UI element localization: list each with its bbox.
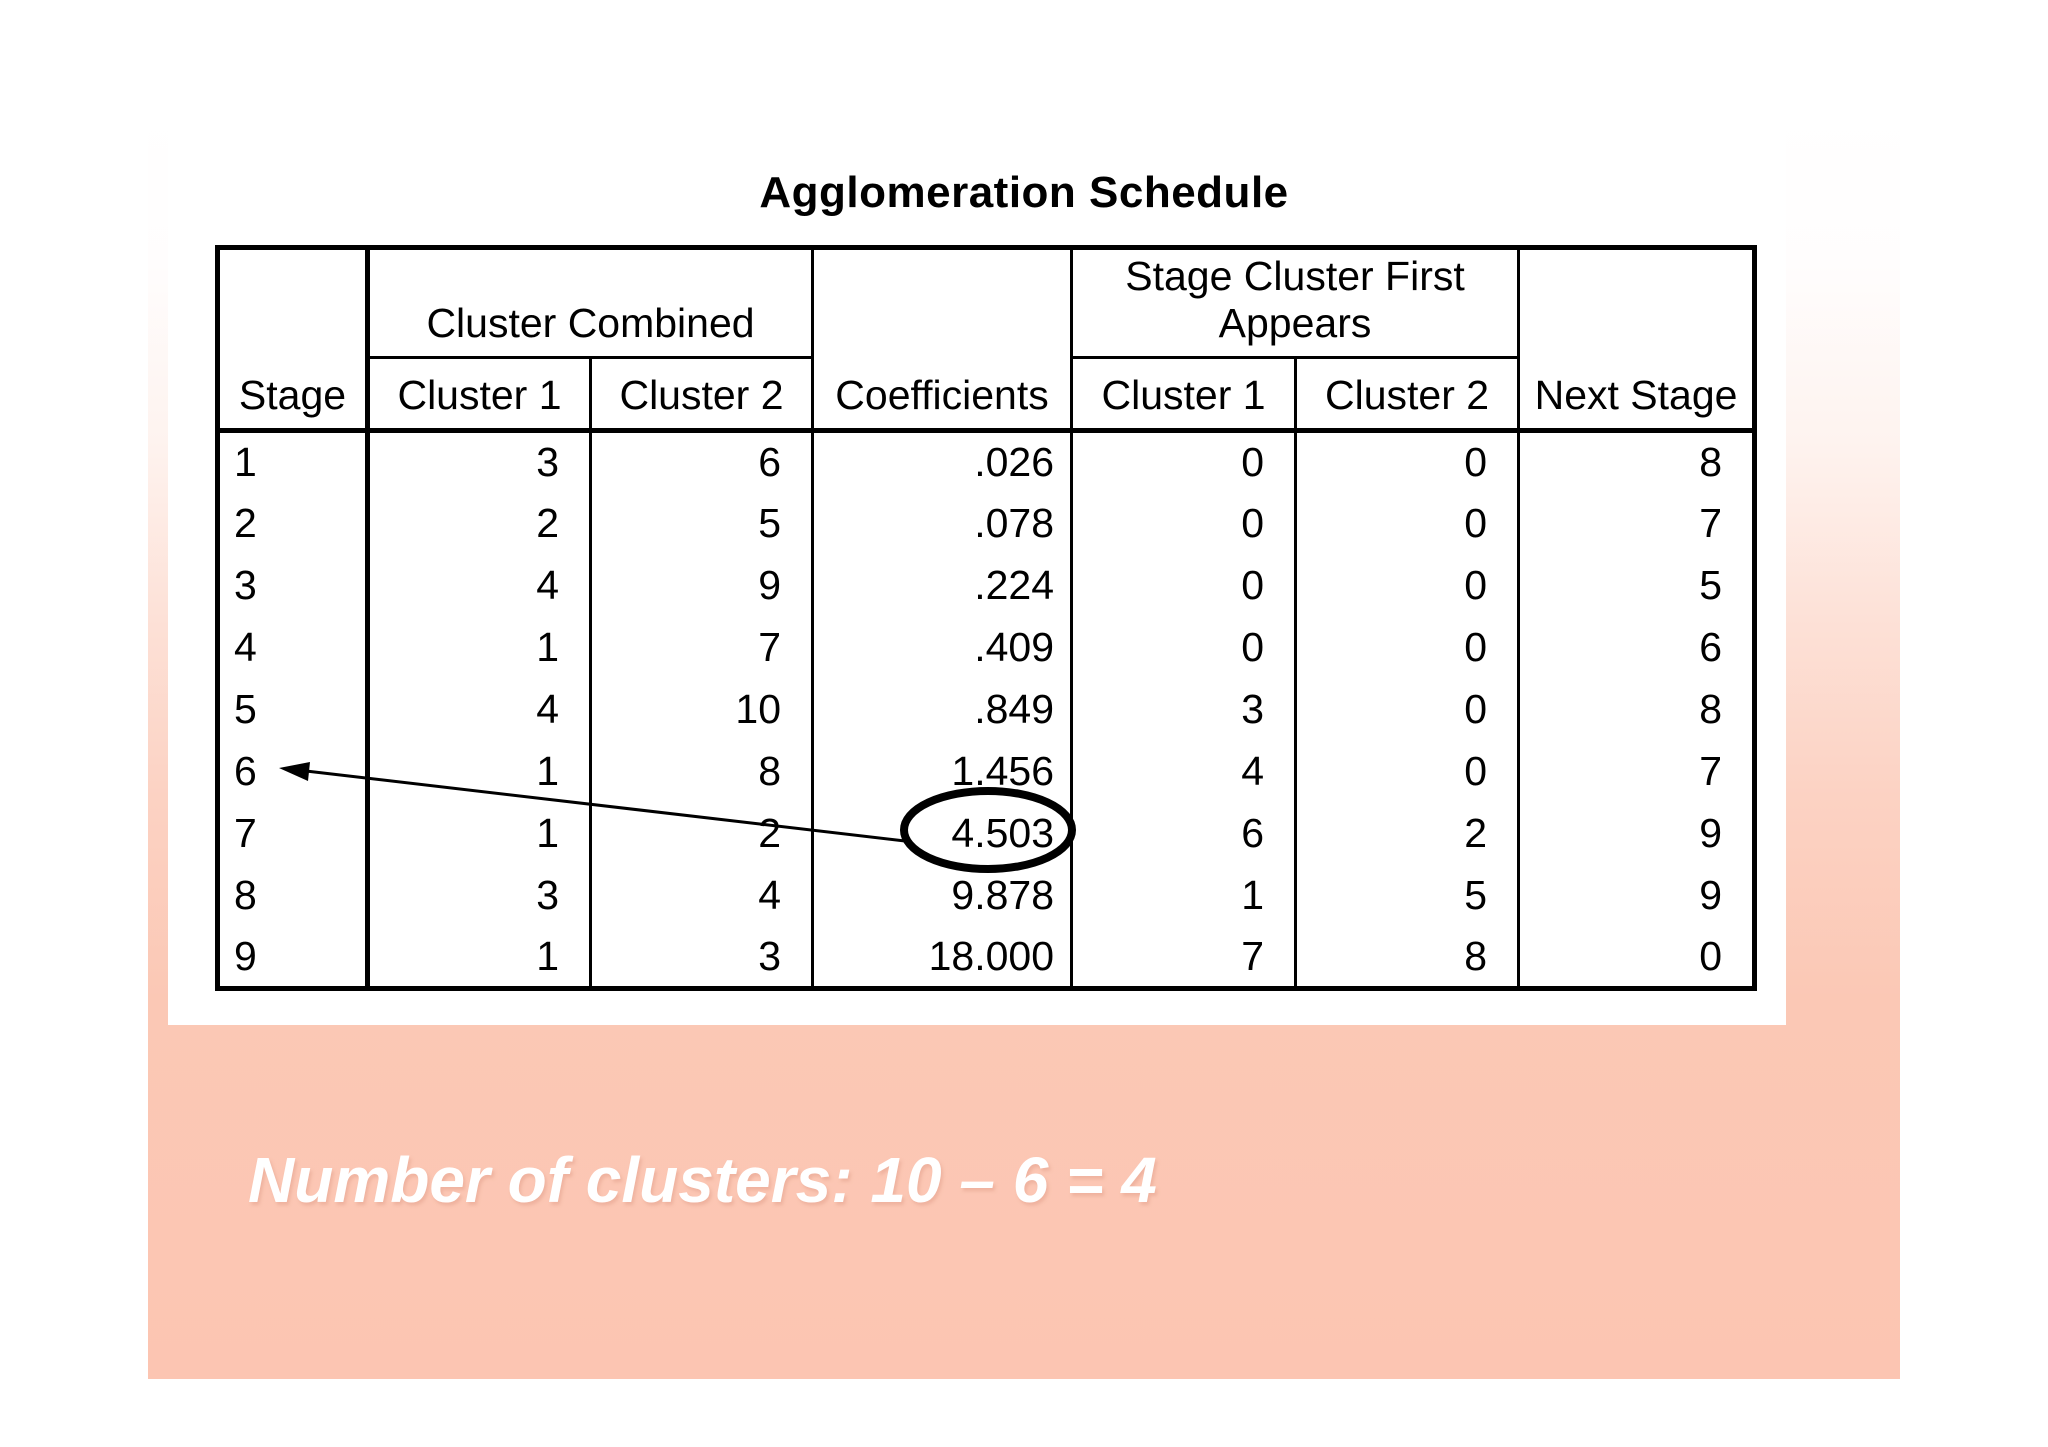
- caption-number-of-clusters: Number of clusters: 10 – 6 = 4: [248, 1144, 1157, 1216]
- cell-appears-cluster2: 0: [1295, 430, 1521, 493]
- cell-coefficients-circled: 4.503: [812, 802, 1074, 865]
- table-title: Agglomeration Schedule: [759, 168, 1289, 217]
- col-header-appears-cluster1: Cluster 1: [1071, 357, 1298, 433]
- cell-stage: 2: [217, 492, 370, 555]
- cell-appears-cluster1: 0: [1071, 616, 1298, 679]
- cell-cluster1: 1: [367, 926, 592, 989]
- cell-stage: 3: [217, 554, 370, 617]
- cell-stage: 4: [217, 616, 370, 679]
- cell-cluster2: 8: [590, 740, 815, 803]
- cell-stage: 8: [217, 864, 370, 927]
- table-row: 2 2 5 .078 0 0 7: [217, 492, 1755, 555]
- cell-next-stage: 5: [1699, 561, 1723, 608]
- cell-coefficients: .849: [812, 678, 1074, 741]
- cell-coefficients: 1.456: [812, 740, 1074, 803]
- cell-coefficients: 9.878: [812, 864, 1074, 927]
- cell-appears-cluster2: 2: [1295, 802, 1521, 865]
- cell-cluster2: 10: [590, 678, 815, 741]
- cell-stage: 5: [217, 678, 370, 741]
- cell-cluster1: 2: [367, 492, 592, 555]
- cell-coefficients: .224: [812, 554, 1074, 617]
- cell-coefficients: .026: [812, 430, 1074, 493]
- cell-cluster1: 1: [367, 616, 592, 679]
- cell-appears-cluster2: 0: [1295, 616, 1521, 679]
- col-header-cluster2: Cluster 2: [590, 357, 815, 433]
- group-header-cluster-combined: Cluster Combined: [367, 247, 815, 359]
- cell-cluster1: 3: [367, 430, 592, 493]
- cell-appears-cluster1: 7: [1071, 926, 1298, 989]
- cell-appears-cluster1: 0: [1071, 430, 1298, 493]
- cell-appears-cluster2: 0: [1295, 678, 1521, 741]
- cell-cluster2: 7: [590, 616, 815, 679]
- table-row: 8 3 4 9.878 1 5 9: [217, 864, 1755, 927]
- cell-cluster1: 4: [367, 554, 592, 617]
- cell-appears-cluster1: 6: [1071, 802, 1298, 865]
- table-row-circled-value: 7 1 2 4.503 6 2 9: [217, 802, 1755, 865]
- cell-coefficients: 18.000: [812, 926, 1074, 989]
- col-header-coefficients: Coefficients: [811, 247, 1074, 433]
- cell-stage: 1: [217, 430, 370, 493]
- cell-next-stage: 9: [1699, 809, 1723, 856]
- table-row: 5 4 10 .849 3 0 8: [217, 678, 1755, 741]
- col-header-cluster1: Cluster 1: [367, 357, 592, 433]
- cell-cluster2: 5: [590, 492, 815, 555]
- cell-next-stage: 9: [1699, 871, 1723, 918]
- cell-cluster2: 3: [590, 926, 815, 989]
- agglomeration-schedule-table: Stage Cluster Combined Coefficients Stag…: [215, 245, 1758, 991]
- cell-cluster1: 1: [367, 740, 592, 803]
- cell-cluster2: 2: [590, 802, 815, 865]
- col-header-next-stage: Next Stage: [1518, 247, 1755, 433]
- cell-cluster2: 4: [590, 864, 815, 927]
- cell-appears-cluster1: 3: [1071, 678, 1298, 741]
- cell-cluster1: 3: [367, 864, 592, 927]
- cell-cluster1: 1: [367, 802, 592, 865]
- cell-next-stage: 6: [1699, 623, 1723, 670]
- cell-appears-cluster2: 0: [1295, 554, 1521, 617]
- cell-stage: 9: [217, 926, 370, 989]
- cell-cluster2: 9: [590, 554, 815, 617]
- table-row: 9 1 3 18.000 7 8 0: [217, 926, 1755, 989]
- cell-coefficients: .409: [812, 616, 1074, 679]
- cell-stage: 6: [217, 740, 370, 803]
- table-row: 4 1 7 .409 0 0 6: [217, 616, 1755, 679]
- cell-appears-cluster1: 0: [1071, 492, 1298, 555]
- table-row-arrow-target: 6 1 8 1.456 4 0 7: [217, 740, 1755, 803]
- group-header-stage-cluster-first-appears: Stage Cluster First Appears: [1071, 247, 1521, 359]
- col-header-stage: Stage: [217, 247, 370, 433]
- cell-appears-cluster1: 1: [1071, 864, 1298, 927]
- cell-next-stage: 0: [1699, 932, 1723, 979]
- cell-coefficients: .078: [812, 492, 1074, 555]
- cell-cluster1: 4: [367, 678, 592, 741]
- table-row: 1 3 6 .026 0 0 8: [217, 430, 1755, 493]
- cell-stage: 7: [217, 802, 370, 865]
- cell-appears-cluster1: 0: [1071, 554, 1298, 617]
- cell-next-stage: 8: [1699, 685, 1723, 732]
- cell-appears-cluster2: 0: [1295, 492, 1521, 555]
- cell-cluster2: 6: [590, 430, 815, 493]
- cell-appears-cluster2: 5: [1295, 864, 1521, 927]
- table-row: 3 4 9 .224 0 0 5: [217, 554, 1755, 617]
- cell-next-stage: 8: [1699, 439, 1723, 486]
- cell-appears-cluster2: 8: [1295, 926, 1521, 989]
- cell-appears-cluster1: 4: [1071, 740, 1298, 803]
- col-header-appears-cluster2: Cluster 2: [1295, 357, 1521, 433]
- cell-appears-cluster2: 0: [1295, 740, 1521, 803]
- cell-next-stage: 7: [1699, 747, 1723, 794]
- cell-next-stage: 7: [1699, 499, 1723, 546]
